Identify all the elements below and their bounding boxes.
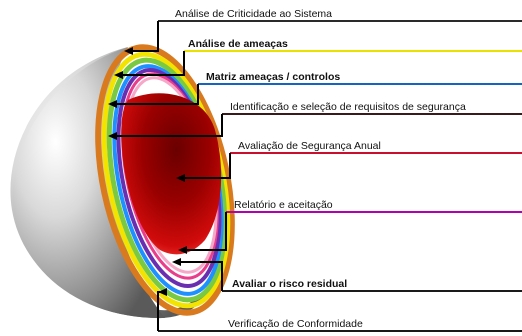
layer-label: Avaliação de Segurança Anual [238,140,381,152]
layer-label: Identificação e seleção de requisitos de… [230,101,466,113]
layer-label: Matriz ameaças / controlos [206,71,340,83]
arrow-head [172,258,181,266]
layer-label: Avaliar o risco residual [232,278,347,290]
layer-label: Relatório e aceitação [234,199,333,211]
layer-label: Análise de Criticidade ao Sistema [175,8,332,20]
layer-label: Verificação de Conformidade [228,318,363,330]
layer-label: Análise de ameaças [188,38,288,50]
